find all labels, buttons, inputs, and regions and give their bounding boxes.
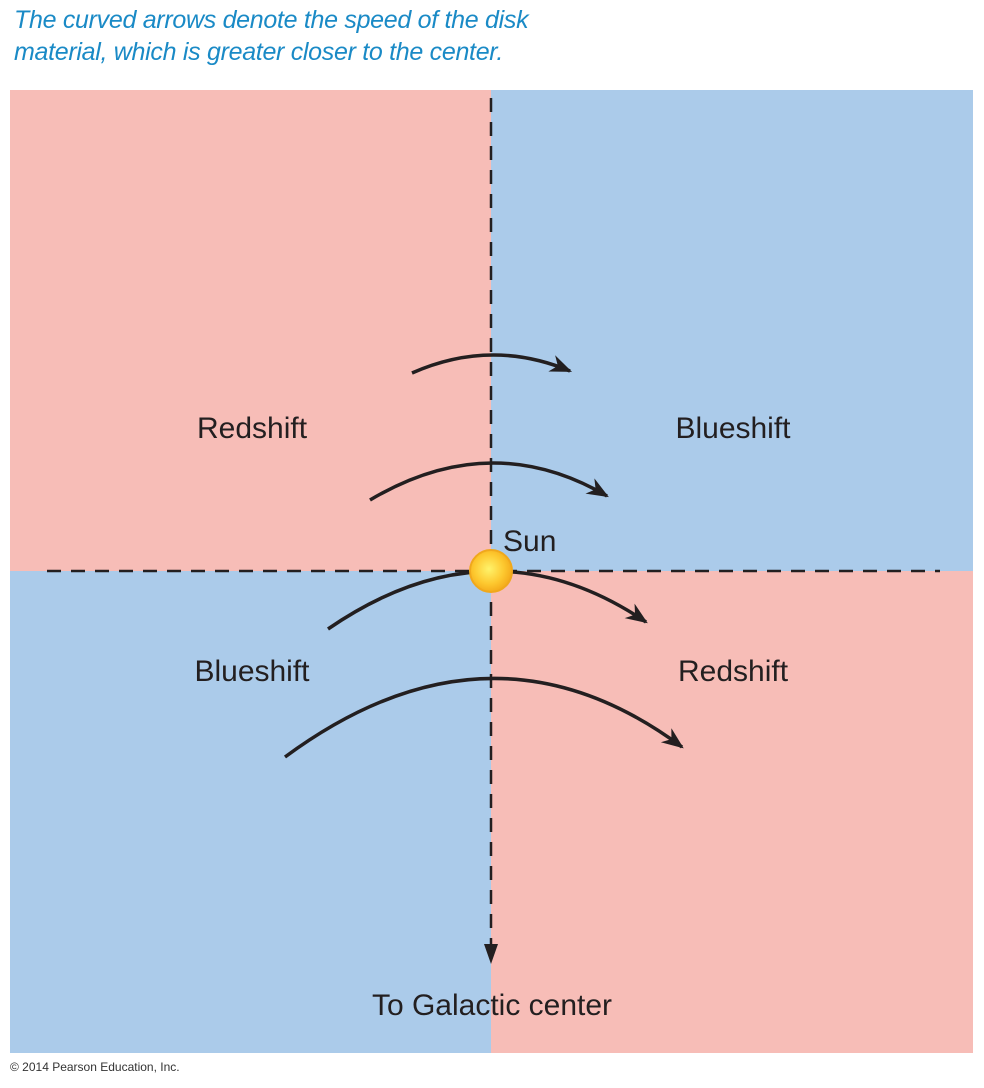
quadrant-top-right-blueshift (491, 90, 973, 571)
rotation-arrow-1 (411, 353, 573, 375)
sun-icon (469, 549, 513, 593)
quadrant-label-top-right: Blueshift (675, 412, 791, 445)
caption: The curved arrows denote the speed of th… (14, 4, 529, 68)
quadrant-label-bottom-left: Blueshift (194, 655, 310, 688)
quadrant-bottom-right-redshift (491, 571, 973, 1053)
quadrant-top-left-redshift (10, 90, 491, 571)
copyright: © 2014 Pearson Education, Inc. (10, 1060, 180, 1074)
galactic-center-label: To Galactic center (372, 989, 612, 1022)
quadrant-label-bottom-right: Redshift (678, 655, 789, 688)
quadrant-label-top-left: Redshift (197, 412, 308, 445)
rotation-arrow-4 (283, 676, 684, 759)
quadrant-bottom-left-blueshift (10, 571, 491, 1053)
caption-line-1: The curved arrows denote the speed of th… (14, 6, 529, 34)
caption-line-2: material, which is greater closer to the… (14, 38, 504, 66)
rotation-arrow-2 (369, 461, 609, 502)
sun-label: Sun (503, 525, 556, 558)
galactic-center-arrowhead-icon (484, 944, 498, 964)
